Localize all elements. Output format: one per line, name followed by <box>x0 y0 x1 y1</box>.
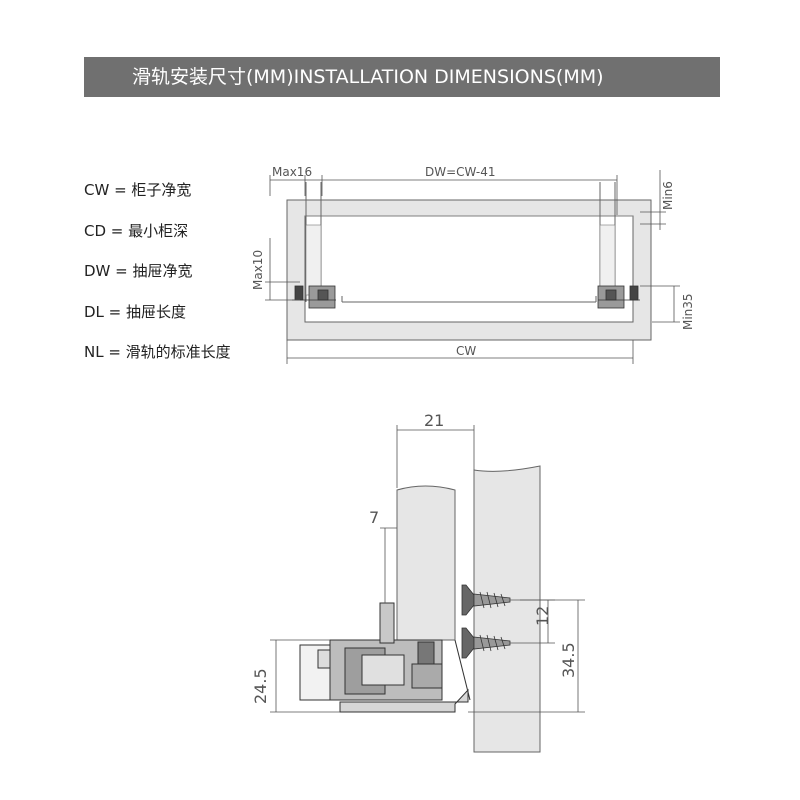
label-min6: Min6 <box>661 181 675 210</box>
label-7: 7 <box>369 508 379 527</box>
label-24-5: 24.5 <box>251 668 270 704</box>
legend-item-cd: CD = 最小柜深 <box>84 221 189 240</box>
label-dw-formula: DW=CW-41 <box>425 165 496 179</box>
slide-left <box>292 285 336 309</box>
slide-right <box>597 285 640 309</box>
label-max16: Max16 <box>272 165 312 179</box>
label-cw: CW <box>456 344 476 358</box>
legend-item-cw: CW = 柜子净宽 <box>84 181 192 199</box>
cabinet-side-wall <box>473 465 541 753</box>
label-max10: Max10 <box>251 250 265 290</box>
label-21: 21 <box>424 411 444 430</box>
slide-rail-assembly <box>299 602 471 713</box>
screw-upper <box>461 584 511 616</box>
screw-lower <box>461 627 511 659</box>
label-min35: Min35 <box>681 293 695 330</box>
label-34-5: 34.5 <box>559 642 578 678</box>
title-banner: 滑轨安装尺寸(MM)INSTALLATION DIMENSIONS(MM) <box>84 57 720 97</box>
label-12: 12 <box>533 606 552 626</box>
legend-item-dl: DL = 抽屉长度 <box>84 302 187 321</box>
legend-item-dw: DW = 抽屉净宽 <box>84 262 193 280</box>
banner-title: 滑轨安装尺寸(MM)INSTALLATION DIMENSIONS(MM) <box>132 66 604 88</box>
legend-list: CW = 柜子净宽 CD = 最小柜深 DW = 抽屉净宽 DL = 抽屉长度 … <box>84 176 274 379</box>
legend-item-nl: NL = 滑轨的标准长度 <box>84 343 231 361</box>
